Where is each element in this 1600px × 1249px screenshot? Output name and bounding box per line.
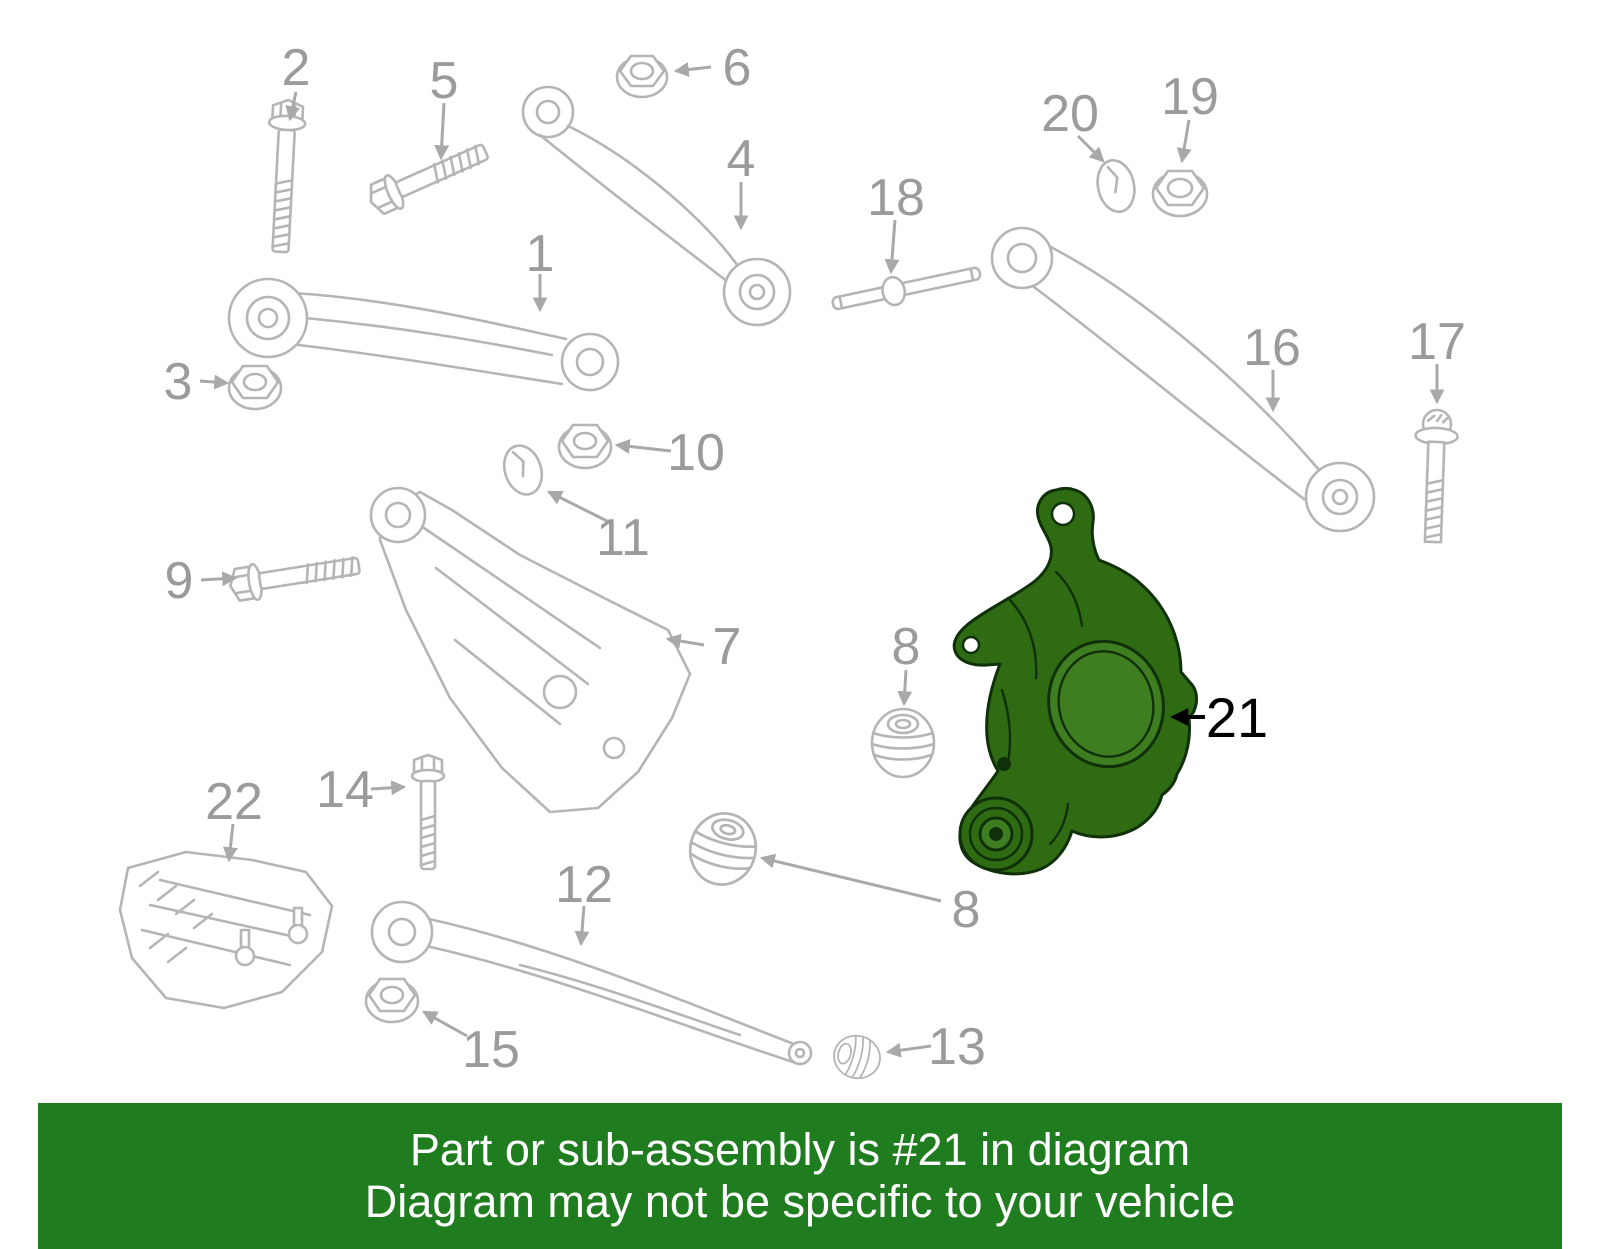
part-21-knuckle-highlight: [952, 487, 1198, 876]
leader-9: [200, 571, 238, 587]
leader-8-upper: [897, 669, 913, 707]
part-12-control-arm: [370, 900, 813, 1066]
leader-8-lower: [759, 853, 942, 903]
part-label-4: 4: [727, 130, 756, 188]
part-label-18: 18: [867, 169, 925, 227]
part-8-bushing-upper: [870, 707, 936, 779]
part-5-bolt: [369, 143, 489, 216]
knuckle-hub: [1047, 639, 1165, 769]
part-7-lower-arm: [369, 486, 692, 814]
part-label-8-lower: 8: [952, 881, 981, 939]
part-label-8-upper: 8: [892, 618, 921, 676]
leader-3: [199, 374, 230, 390]
part-label-15: 15: [462, 1021, 520, 1079]
part-9-bolt: [229, 556, 361, 602]
leader-19: [1176, 119, 1192, 164]
part-label-13: 13: [928, 1018, 986, 1076]
part-label-19: 19: [1161, 68, 1219, 126]
part-label-6: 6: [723, 39, 752, 97]
part-14-bolt: [410, 753, 446, 871]
leader-2: [285, 91, 301, 122]
part-2-bolt: [267, 98, 307, 254]
leader-18: [884, 219, 900, 275]
suspension-parts-diagram: 2 5 6 4 18 20 19 1 3 16 17 10 11 9 7 8 2…: [118, 39, 1466, 1080]
part-19-nut: [1151, 169, 1209, 218]
part-label-2: 2: [282, 39, 311, 97]
part-label-3: 3: [164, 353, 193, 411]
part-label-14: 14: [316, 761, 374, 819]
part-label-17: 17: [1408, 313, 1466, 371]
leader-22: [222, 823, 238, 863]
banner-line-2: Diagram may not be specific to your vehi…: [364, 1176, 1236, 1227]
part-17-bolt: [1414, 408, 1459, 544]
part-1-control-arm: [227, 277, 620, 392]
part-label-7: 7: [713, 618, 742, 676]
part-label-21-highlighted: 21: [1206, 686, 1268, 749]
leader-7: [665, 633, 705, 649]
part-20-cap: [1096, 158, 1136, 214]
leader-lines: [199, 62, 1445, 1058]
leader-13: [885, 1042, 932, 1058]
part-13-bushing: [833, 1034, 881, 1080]
leader-10: [614, 438, 672, 454]
part-label-1: 1: [526, 225, 555, 283]
part-label-10: 10: [667, 424, 725, 482]
part-label-9: 9: [165, 552, 194, 610]
knuckle-ear-hole: [961, 635, 981, 655]
part-11-cap: [502, 444, 544, 496]
part-labels: 2 5 6 4 18 20 19 1 3 16 17 10 11 9 7 8 2…: [164, 39, 1466, 1079]
part-16-control-arm: [990, 226, 1376, 533]
leader-12: [574, 905, 590, 947]
part-4-control-arm: [521, 85, 792, 327]
leader-11: [546, 490, 610, 524]
part-label-20: 20: [1041, 85, 1099, 143]
part-3-nut: [227, 364, 283, 411]
leader-14: [370, 780, 407, 796]
part-label-11: 11: [596, 509, 650, 567]
part-22-bracket-shield: [118, 850, 334, 1010]
part-label-12: 12: [555, 856, 613, 914]
banner-line-1: Part or sub-assembly is #21 in diagram: [409, 1123, 1191, 1175]
diagram-note-banner: Part or sub-assembly is #21 in diagram D…: [38, 1103, 1562, 1249]
leader-5: [434, 102, 450, 161]
leader-15: [422, 1010, 468, 1038]
part-label-5: 5: [430, 52, 459, 110]
knuckle-lower-bushing: [958, 796, 1034, 872]
part-label-16: 16: [1243, 319, 1301, 377]
leader-20: [1076, 134, 1105, 163]
part-6-nut: [615, 54, 669, 99]
leader-6: [673, 62, 712, 78]
part-8-bushing-lower: [688, 812, 758, 886]
part-label-22: 22: [205, 773, 263, 831]
part-10-nut: [557, 423, 613, 470]
part-15-nut: [364, 977, 420, 1024]
part-18-stud-bolt: [831, 266, 982, 311]
knuckle-upper-eye-hole: [1050, 501, 1076, 527]
